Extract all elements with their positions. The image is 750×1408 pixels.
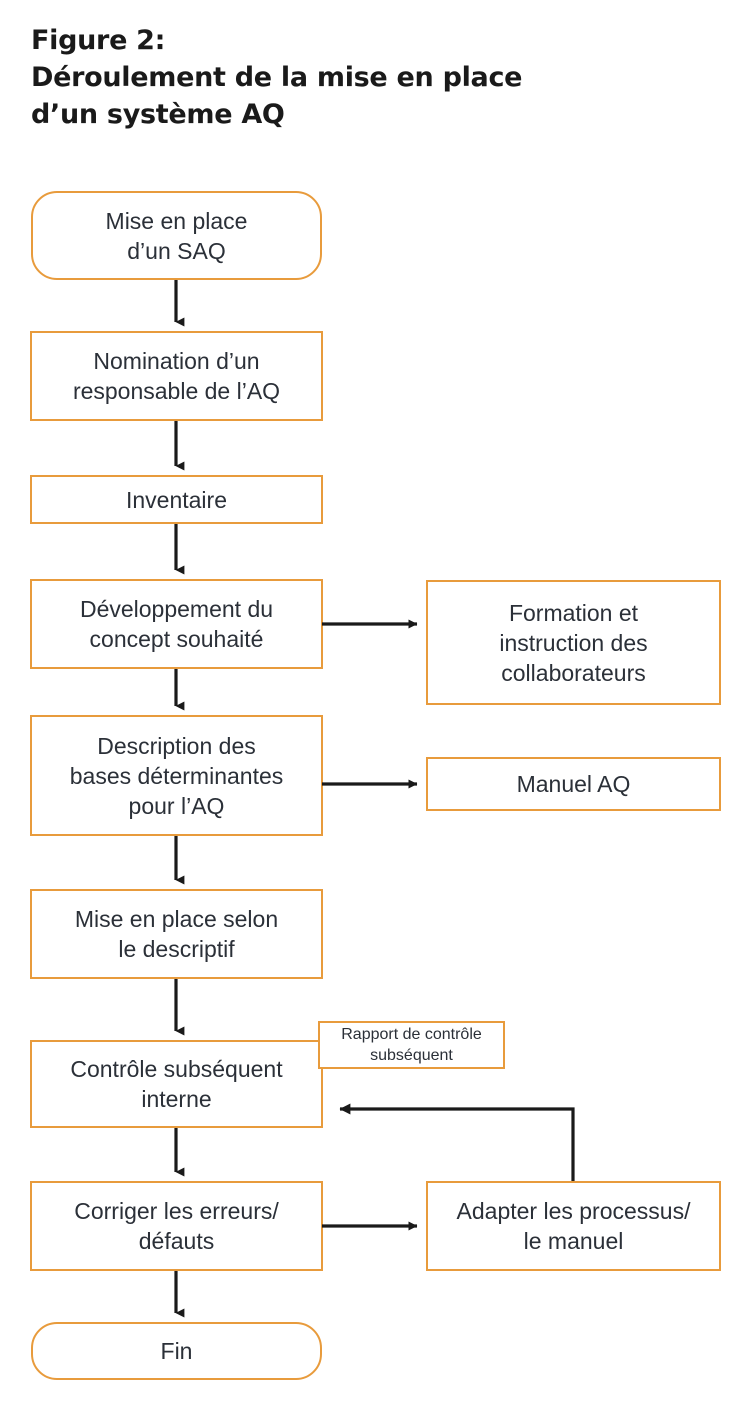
figure-title-line-2: Déroulement de la mise en place (31, 62, 523, 93)
node-corriger[interactable]: Corriger les erreurs/ défauts (30, 1181, 323, 1271)
node-inventaire[interactable]: Inventaire (30, 475, 323, 524)
figure-title: Figure 2: Déroulement de la mise en plac… (31, 22, 651, 133)
node-manuel-aq-label: Manuel AQ (516, 771, 631, 797)
node-rapport-controle[interactable]: Rapport de contrôle subséquent (318, 1021, 505, 1069)
node-rapport-controle-label: Rapport de contrôle subséquent (341, 1026, 482, 1064)
node-adapter-label: Adapter les processus/ le manuel (456, 1198, 691, 1254)
node-description-label: Description des bases déterminantes pour… (69, 732, 284, 819)
node-inventaire-label: Inventaire (125, 486, 227, 513)
node-nomination-label: Nomination d’un responsable de l’AQ (72, 348, 281, 404)
node-fin[interactable]: Fin (31, 1322, 322, 1380)
node-adapter[interactable]: Adapter les processus/ le manuel (426, 1181, 721, 1271)
figure-title-line-3: d’un système AQ (31, 99, 285, 130)
node-controle-subsequent[interactable]: Contrôle subséquent interne (30, 1040, 323, 1128)
node-description[interactable]: Description des bases déterminantes pour… (30, 715, 323, 836)
node-start-label: Mise en place d’un SAQ (105, 207, 248, 264)
node-formation-label: Formation et instruction des collaborate… (499, 599, 648, 686)
node-mise-en-place-selon-label: Mise en place selon le descriptif (74, 906, 279, 962)
node-nomination[interactable]: Nomination d’un responsable de l’AQ (30, 331, 323, 421)
node-formation[interactable]: Formation et instruction des collaborate… (426, 580, 721, 705)
figure-title-line-1: Figure 2: (31, 25, 166, 56)
node-controle-subsequent-label: Contrôle subséquent interne (70, 1056, 283, 1112)
edge-adapter-to-controle-feedback (339, 1103, 575, 1181)
node-manuel-aq[interactable]: Manuel AQ (426, 757, 721, 811)
node-developpement[interactable]: Développement du concept souhaité (30, 579, 323, 669)
node-corriger-label: Corriger les erreurs/ défauts (74, 1198, 279, 1254)
node-fin-label: Fin (160, 1338, 193, 1364)
node-developpement-label: Développement du concept souhaité (79, 596, 274, 652)
node-mise-en-place-selon[interactable]: Mise en place selon le descriptif (30, 889, 323, 979)
node-start[interactable]: Mise en place d’un SAQ (31, 191, 322, 280)
